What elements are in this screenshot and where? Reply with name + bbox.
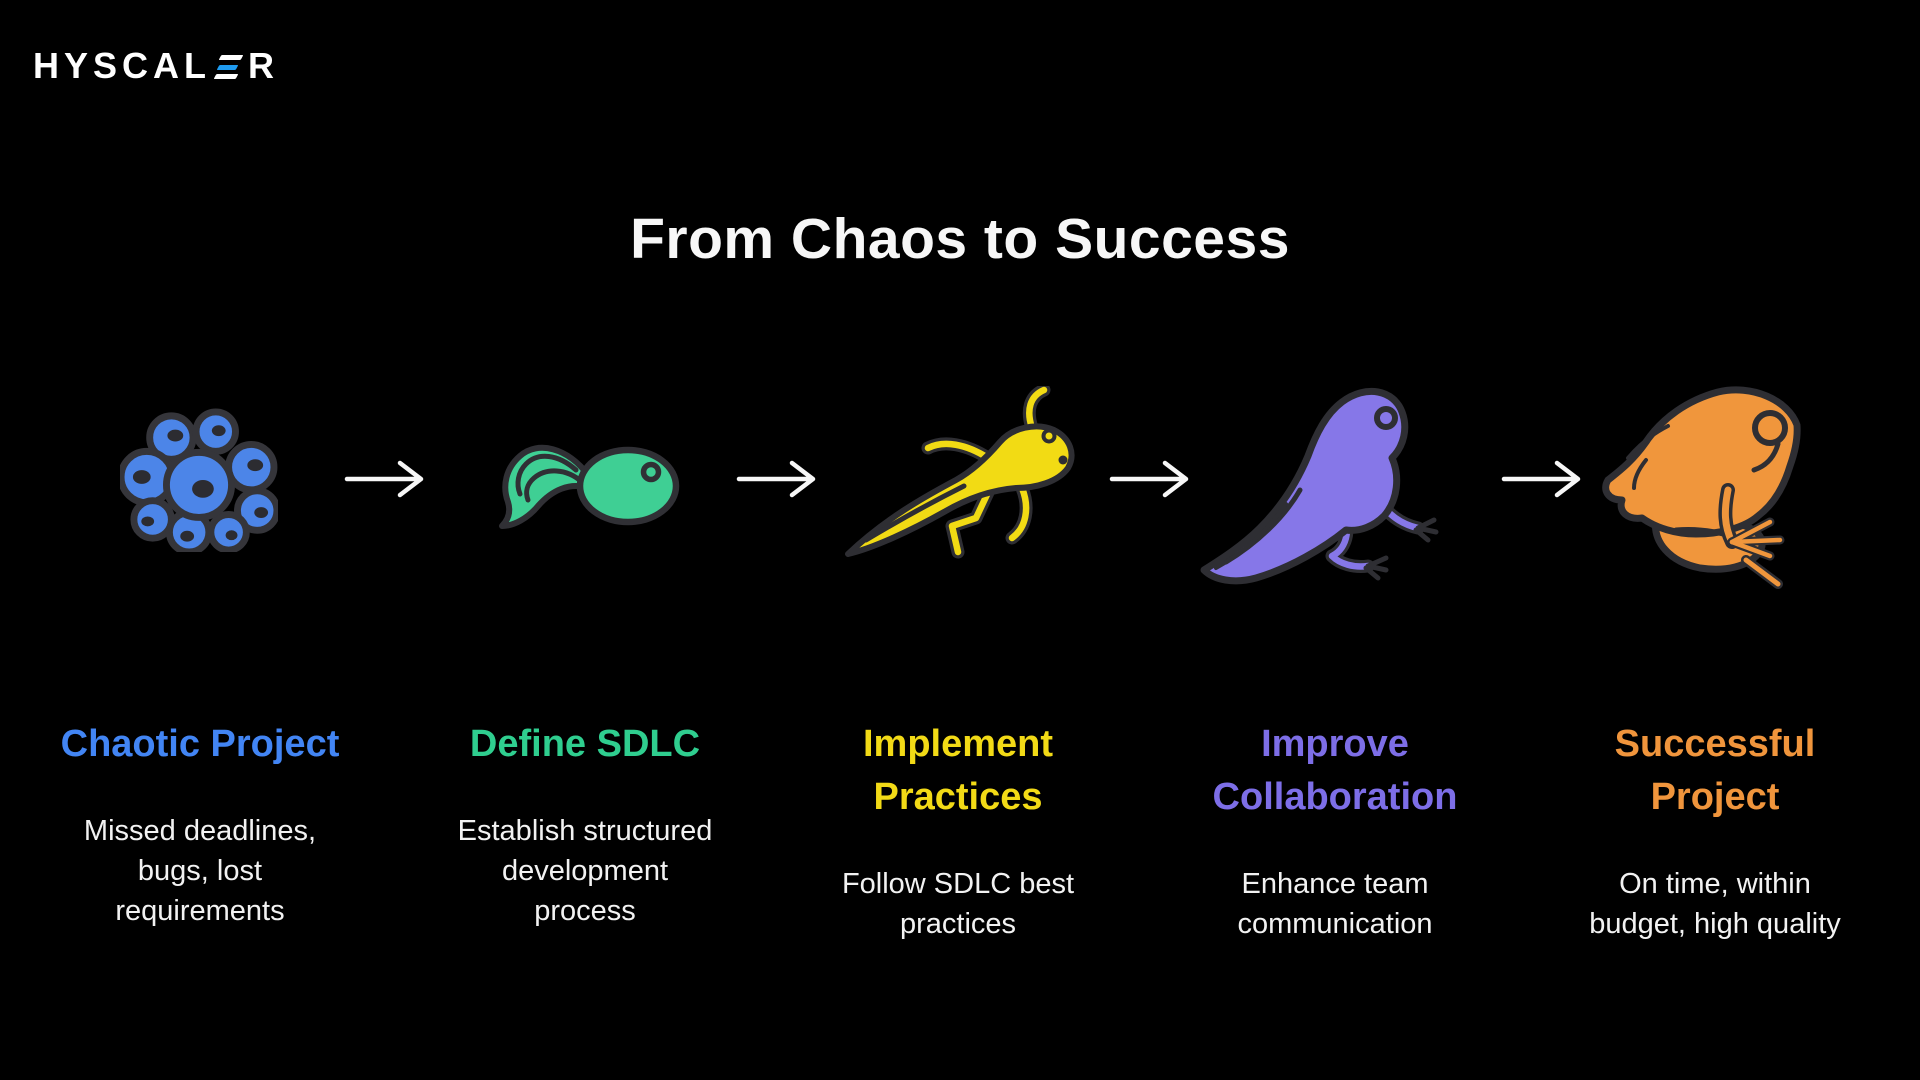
- brand-logo-suffix: R: [248, 45, 280, 86]
- page-title: From Chaos to Success: [630, 207, 1290, 272]
- stage-description: Establish structured development process: [457, 815, 713, 927]
- adult-frog-icon: [1602, 386, 1801, 589]
- stage-heading: Improve Collaboration: [1212, 723, 1458, 818]
- stage-heading: Define SDLC: [469, 723, 701, 765]
- young-frog-icon: [1200, 387, 1439, 585]
- stage-successful-project: Successful Project On time, within budge…: [1515, 700, 1915, 962]
- brand-accent-bar: [216, 64, 239, 70]
- stage-description: Missed deadlines, bugs, lost requirement…: [83, 815, 317, 927]
- tadpole-with-legs-icon: [845, 386, 1075, 559]
- brand-logo: HYSCAL R: [33, 44, 279, 88]
- stage-heading: Implement Practices: [862, 723, 1054, 818]
- stage-chaotic-project: Chaotic Project Missed deadlines, bugs, …: [0, 700, 400, 949]
- frog-eggs-icon: [120, 408, 278, 552]
- stage-heading: Chaotic Project: [60, 723, 340, 765]
- stage-improve-collaboration: Improve Collaboration Enhance team commu…: [1135, 700, 1535, 962]
- right-arrow-icon: [736, 460, 816, 498]
- stage-description: On time, within budget, high quality: [1589, 868, 1841, 940]
- right-arrow-icon: [1501, 460, 1581, 498]
- stage-define-sdlc: Define SDLC Establish structured develop…: [385, 700, 785, 949]
- brand-logo-prefix: HYSCAL: [33, 45, 212, 86]
- stage-heading: Successful Project: [1614, 723, 1816, 818]
- stage-description: Enhance team communication: [1237, 868, 1433, 940]
- brand-stylized-e-icon: [213, 54, 244, 80]
- stage-implement-practices: Implement Practices Follow SDLC best pra…: [758, 700, 1158, 962]
- right-arrow-icon: [344, 460, 424, 498]
- stage-description: Follow SDLC best practices: [841, 868, 1075, 940]
- tadpole-icon: [499, 444, 680, 529]
- right-arrow-icon: [1109, 460, 1189, 498]
